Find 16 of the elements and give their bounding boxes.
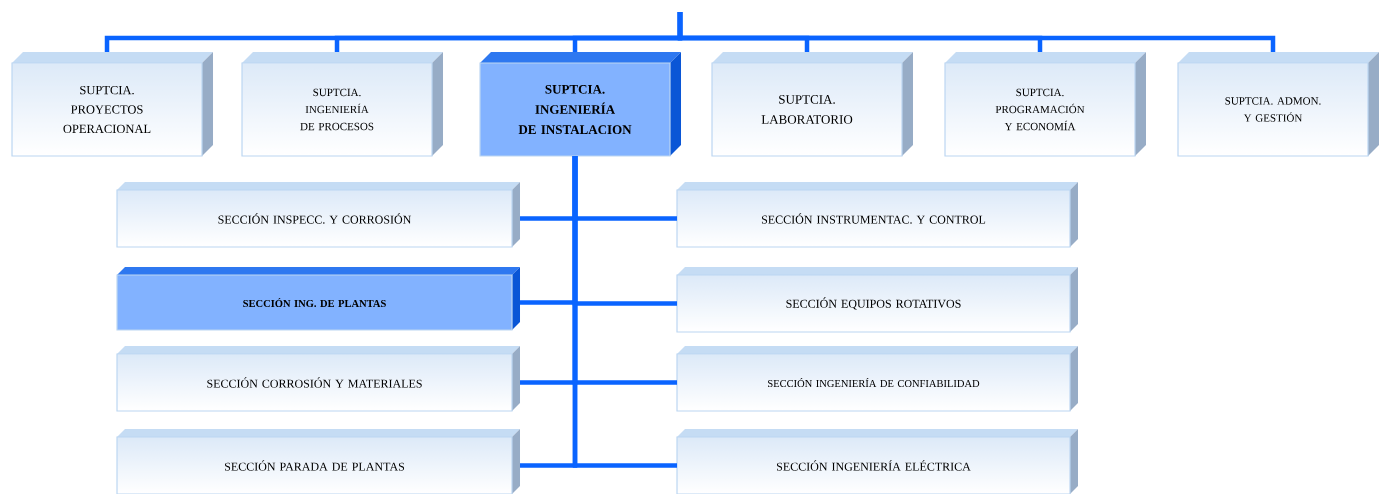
box: SUPTCIA. INGENIERÍA DE PROCESOS <box>241 52 443 157</box>
box: SECCIÓN EQUIPOS ROTATIVOS <box>676 267 1078 333</box>
box: SUPTCIA. ADMON. Y GESTIÓN <box>1177 52 1379 157</box>
box: SUPTCIA. PROYECTOS OPERACIONAL <box>11 52 213 157</box>
box: SUPTCIA. PROGRAMACIÓN Y ECONOMÍA <box>944 52 1146 157</box>
box: SECCIÓN INSTRUMENTAC. Y CONTROL <box>676 182 1078 248</box>
box: SECCIÓN PARADA DE PLANTAS <box>116 429 520 494</box>
box: SECCIÓN INSPECC. Y CORROSIÓN <box>116 182 520 248</box>
box: SUPTCIA. LABORATORIO <box>711 52 913 157</box>
highlighted-box: SECCIÓN ING. DE PLANTAS <box>116 267 520 331</box>
connector-line <box>572 156 677 468</box>
connector-line <box>677 12 1276 52</box>
box: SECCIÓN INGENIERÍA DE CONFIABILIDAD <box>676 346 1078 412</box>
box: SECCIÓN CORROSIÓN Y MATERIALES <box>116 346 520 412</box>
box: SECCIÓN INGENIERÍA ELÉCTRICA <box>676 429 1078 494</box>
highlighted-box: SUPTCIA. INGENIERÍA DE INSTALACION <box>479 52 681 157</box>
